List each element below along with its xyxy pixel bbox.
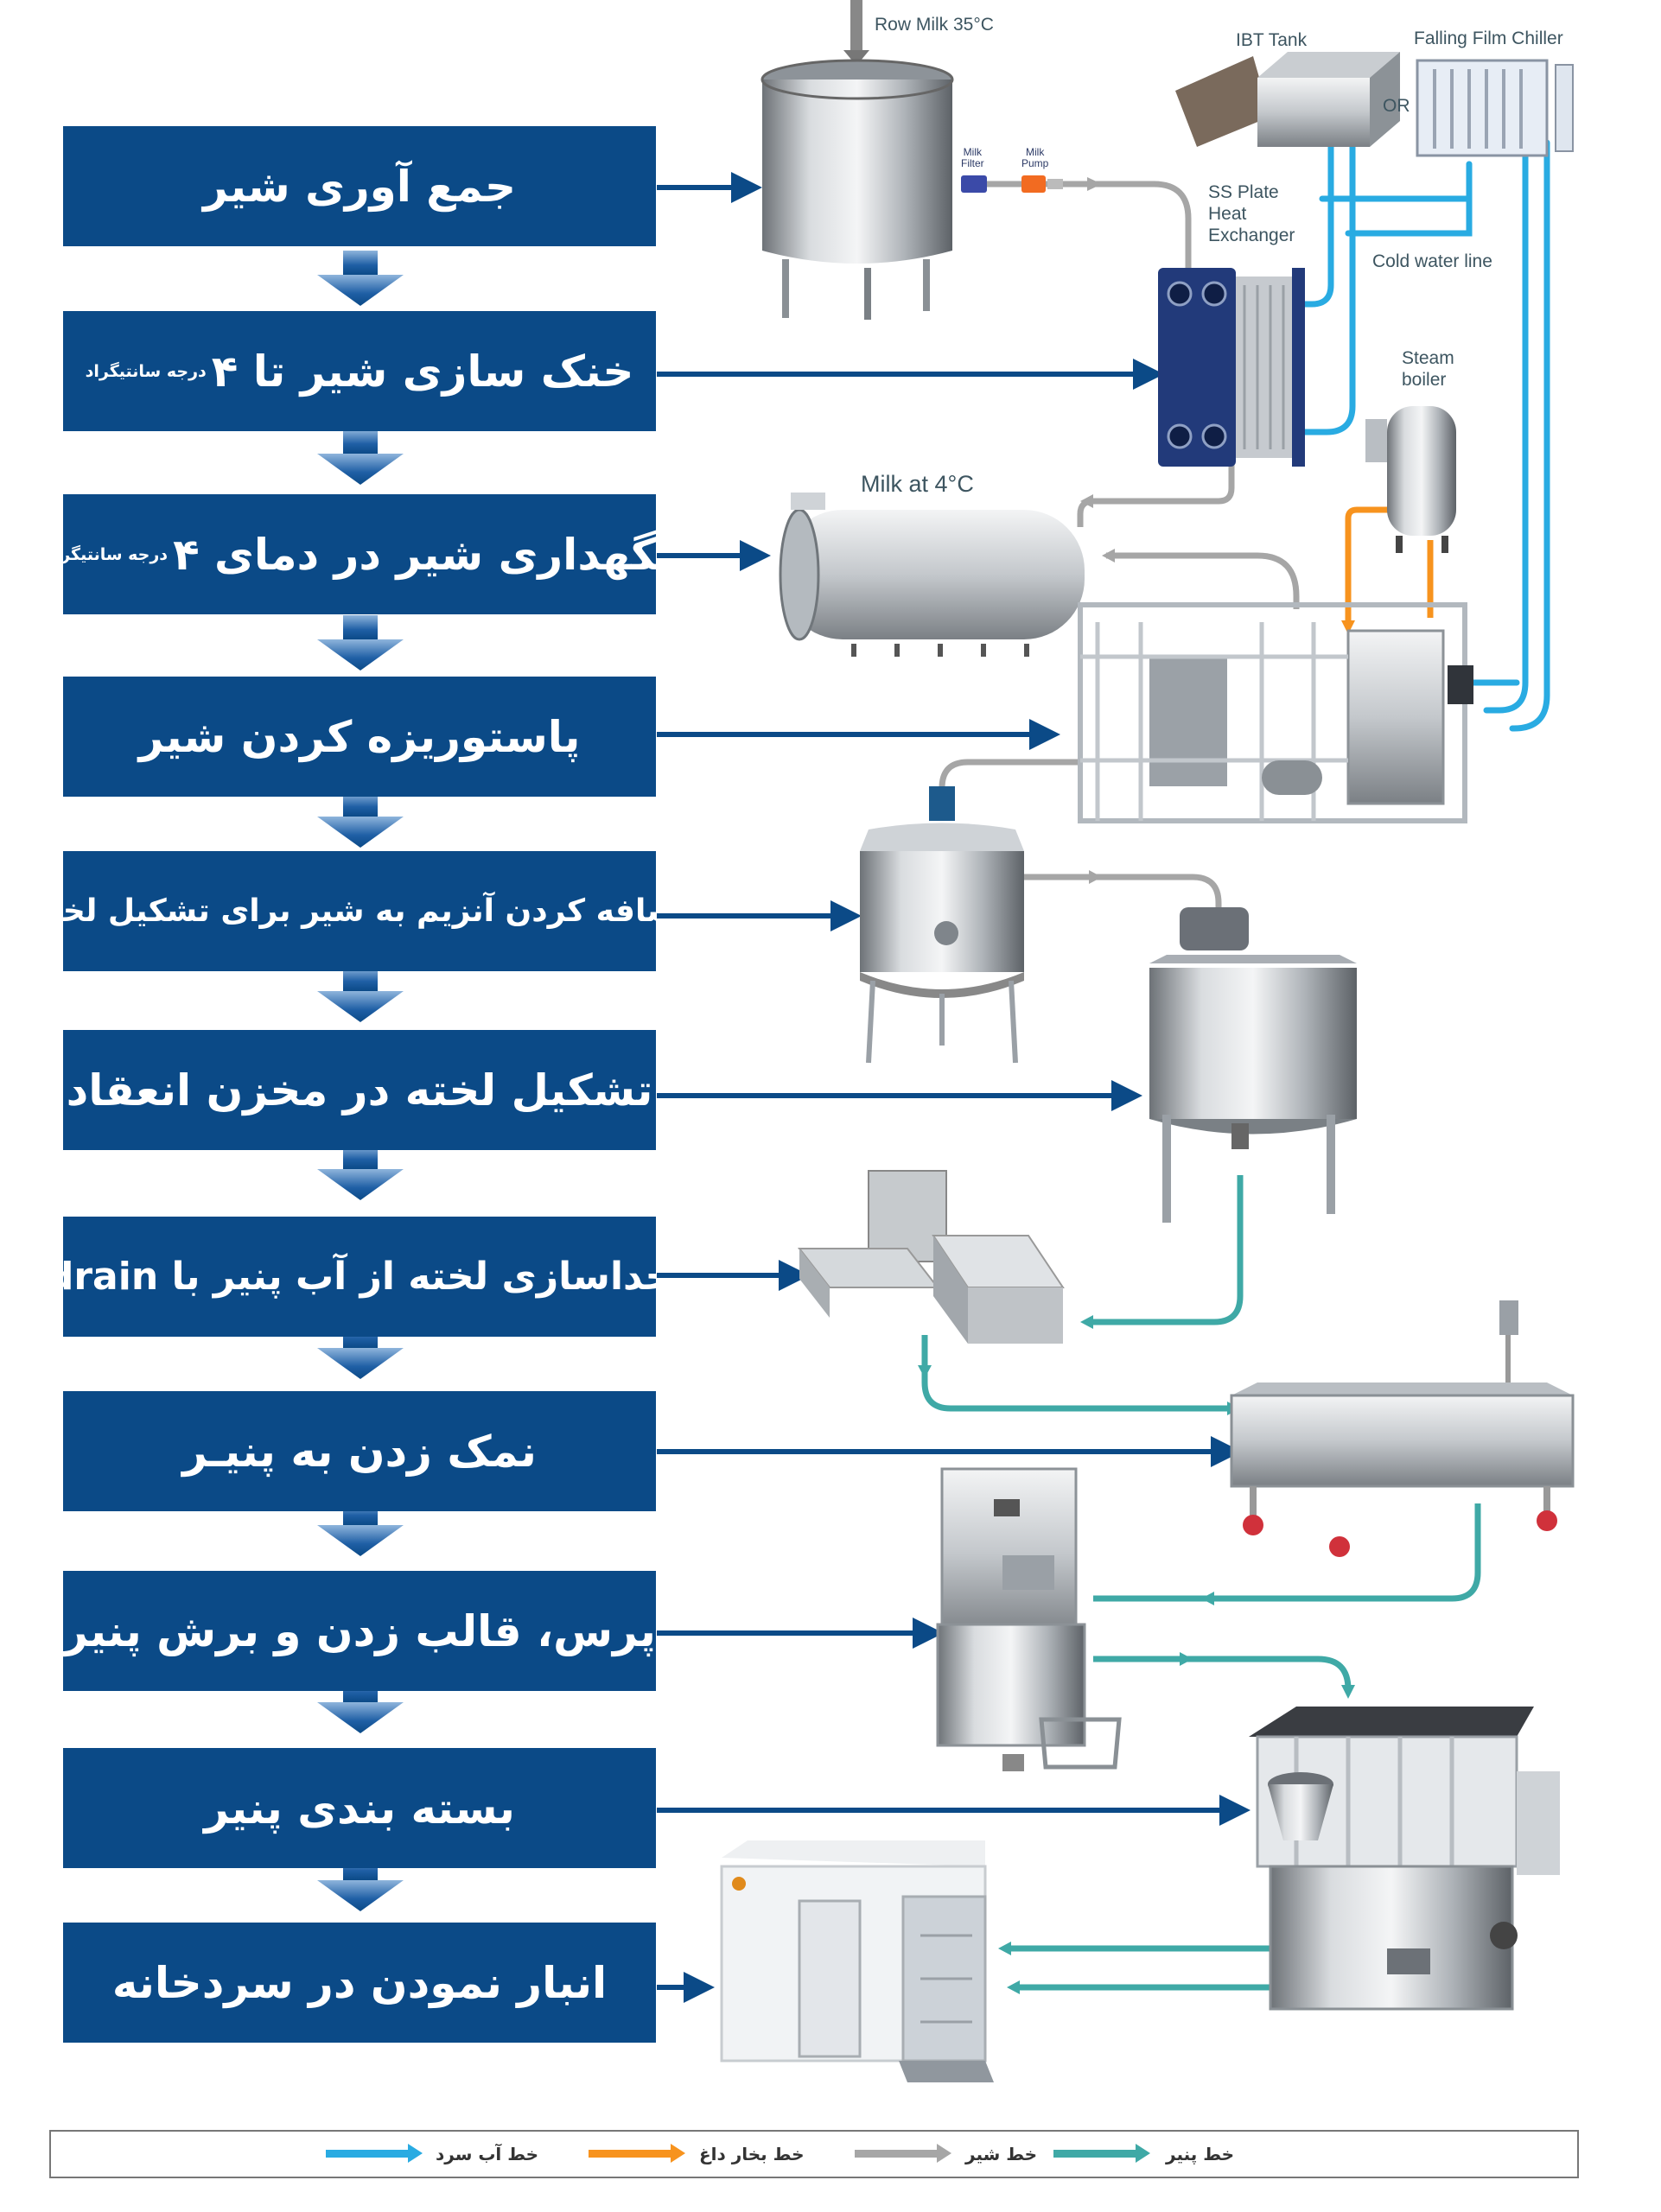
milk-filter-icon [961,175,987,193]
cold-water-line-label: Cold water line [1372,251,1492,271]
cold-water-pipe [1345,161,1473,237]
milk-pump-icon [1021,175,1063,193]
step-2-label: خنک سازی شیر تا ۴ [211,346,634,397]
raw-milk-label: Row Milk 35°C [875,15,994,35]
down-arrow-icon [317,251,404,306]
step-2-unit: درجه سانتیگراد [85,361,207,381]
step-3-label: نگهداری شیر در دمای ۴ [173,529,656,580]
legend-cheese: خط پنیر [1166,2144,1235,2164]
legend-arrows [326,2144,1150,2163]
down-arrow-icon [317,615,404,671]
down-arrow-icon [317,967,404,1022]
salting-tank-image [1230,1300,1575,1557]
storage-tank-image [779,493,1085,657]
milk-pipe [1106,552,1300,609]
enzyme-tank-image [860,786,1024,1064]
down-arrow-icon [317,429,404,485]
down-arrow-icon [317,792,404,848]
milk-pipe [994,874,1222,929]
step-1-label: جمع آوری شیر [202,161,517,212]
cold-water-pipe [1293,139,1356,435]
step-4-label: پاستوریزه کردن شیر [138,711,581,762]
step-7-drain: جداسازی لخته از آب پنیر با drain [63,1217,656,1337]
cheese-pipe [1093,1503,1481,1602]
steam-arrowhead [1341,620,1355,634]
cold-water-pipe [1509,139,1550,732]
step-6-label: تشکیل لخته در مخزن انعقاد [66,1065,653,1116]
legend-steam: خط بخار داغ [699,2144,805,2164]
milk-pipe [964,181,1192,268]
plate-hx-label: SS Plate Heat Exchanger [1208,182,1295,245]
milk-pump-label: Milk Pump [1021,146,1049,169]
milk-4c-label: Milk at 4°C [861,471,974,497]
legend-cold-water: خط آب سرد [436,2144,539,2164]
step-5-label: اضافه کردن آنزیم به شیر برای تشکیل لخته [63,893,656,929]
cheese-pipe [1093,1656,1352,1690]
step-9-label: پرس، قالب زدن و برش پنیر [63,1605,656,1656]
box-to-machine-connectors [657,172,1251,2003]
ibt-tank-label: IBT Tank [1236,30,1308,50]
cheese-pipe [1093,1175,1244,1325]
legend-arrow-milk [855,2144,951,2163]
cold-water-pipe [1483,139,1529,714]
falling-film-chiller-image [1416,59,1574,157]
legend-milk: خط شیر [965,2144,1038,2164]
coagulation-vat-image [1149,907,1357,1223]
drain-table-image [797,1170,1065,1344]
legend-arrow-steam [589,2144,685,2163]
packaging-machine-image [1249,1707,1560,2011]
step-4-pasteurize: پاستوریزه کردن شیر [63,677,656,797]
steam-boiler-label: Steam boiler [1402,348,1454,390]
milk-pipe [939,759,1080,821]
legend-arrow-cheese [1053,2144,1150,2163]
step-5-enzyme: اضافه کردن آنزیم به شیر برای تشکیل لخته [63,851,656,971]
step-10-packaging: بسته بندی پنیر [63,1748,656,1868]
milk-pipe [1077,458,1235,527]
cold-storage-image [720,1840,994,2082]
step-11-cold-storage: انبار نمودن در سردخانه [63,1923,656,2043]
milk-filter-label: Milk Filter [961,146,984,169]
step-8-salting: نمک زدن به پنیـر [63,1391,656,1511]
step-3-storage: نگهداری شیر در دمای ۴ درجه سانتیگراد [63,494,656,614]
step-2-cooling: خنک سازی شیر تا ۴ درجه سانتیگراد [63,311,656,431]
cold-water-pipe [1293,139,1334,308]
cold-water-pipe [1319,161,1473,202]
press-machine-image [936,1467,1122,1771]
step-11-label: انبار نمودن در سردخانه [111,1957,608,2008]
step-8-label: نمک زدن به پنیـر [182,1426,537,1477]
cheese-pipe [921,1335,1236,1412]
falling-film-chiller-label: Falling Film Chiller [1414,29,1563,48]
cold-water-lines [1293,139,1550,732]
or-label: OR [1383,96,1410,116]
legend-arrow-cold-water [326,2144,423,2163]
step-7-label: جداسازی لخته از آب پنیر با drain [63,1255,656,1299]
step-6-coagulation: تشکیل لخته در مخزن انعقاد [63,1030,656,1150]
plate-heat-exchanger-image [1158,268,1305,467]
steam-pipe [1345,506,1396,622]
step-3-unit: درجه سانتیگراد [63,544,169,564]
pasteurizer-image [1078,602,1473,823]
milk-lines [939,181,1300,929]
cheese-arrowheads [918,1315,1355,1994]
raw-milk-inlet [843,0,869,66]
legend: خط آب سرد خط بخار داغ خط شیر خط پنیر [49,2130,1579,2178]
down-arrow-icon [317,1145,404,1200]
steam-boiler-image [1365,406,1456,553]
ibt-tank-image [1175,52,1400,147]
collection-tank-image [760,59,954,320]
step-9-press: پرس، قالب زدن و برش پنیر [63,1571,656,1691]
step-1-collection: جمع آوری شیر [63,126,656,246]
step-10-label: بسته بندی پنیر [204,1783,515,1834]
